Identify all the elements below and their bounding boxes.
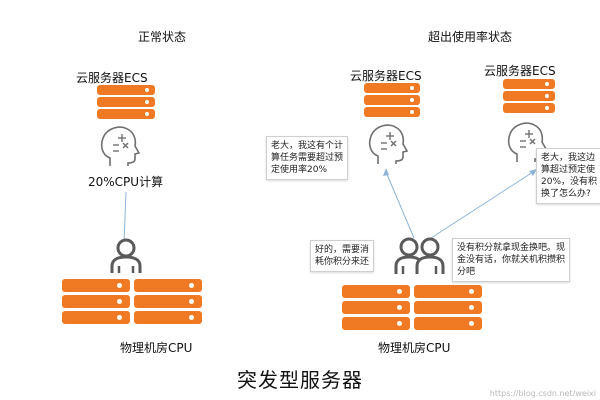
arrow-exceed-right [529, 169, 537, 176]
connector-exceed-left [385, 171, 415, 239]
speech-bubble-request: 老大，我这有个计 算任务需要超过预 定使用率20% [266, 136, 349, 180]
bubble-line: 换了怎么办? [541, 189, 591, 199]
section-exceed-heading: 超出使用率状态 [428, 30, 513, 44]
ecs-label-normal: 云服务器ECS [76, 71, 148, 85]
bubble-line: 金没有话，你就关机积攒积 [457, 255, 566, 265]
cpu-usage-label: 20%CPU计算 [88, 175, 164, 189]
ecs-label-exceed-left: 云服务器ECS [350, 69, 422, 83]
bubble-line: 耗你积分来还 [315, 257, 370, 267]
bubble-line: 好的，需要消 [315, 245, 370, 255]
connector-normal [123, 191, 127, 244]
physical-cpu-label-normal: 物理机房CPU [120, 341, 193, 355]
bubble-line: 算任务需要超过预 [271, 153, 344, 163]
ecs-label-exceed-right: 云服务器ECS [484, 64, 556, 78]
physical-cpu-label-exceed: 物理机房CPU [378, 341, 451, 355]
speech-bubble-no-credits: 没有积分就拿现金换吧。现 金没有话，你就关机积攒积 分吧 [452, 238, 571, 282]
speech-bubble-consume-credits: 好的，需要消 耗你积分来还 [310, 240, 375, 272]
watermark: https://blog.csdn.net/weixi [489, 389, 596, 398]
bubble-line: 没有积分就拿现金换吧。现 [457, 243, 566, 253]
arrow-exceed-left [383, 168, 389, 176]
brain-head-icon [368, 124, 409, 164]
persons-pair-icon [394, 237, 445, 274]
bubble-line: 定使用率20% [271, 165, 328, 175]
bubble-line: 老大，我这边 [541, 153, 596, 163]
bubble-line: 20%，没有积 [541, 177, 598, 187]
bubble-line: 老大，我这有个计 [271, 141, 344, 151]
diagram-title: 突发型服务器 [237, 368, 363, 392]
bubble-line: 算超过预定使 [541, 165, 596, 175]
brain-head-icon [100, 126, 141, 166]
speech-bubble-exceed-question: 老大，我这边 算超过预定使 20%，没有积 换了怎么办? [536, 148, 600, 204]
person-icon [110, 238, 142, 273]
connector-exceed-right [427, 171, 534, 241]
section-normal-heading: 正常状态 [138, 30, 187, 44]
bubble-line: 分吧 [457, 267, 476, 277]
